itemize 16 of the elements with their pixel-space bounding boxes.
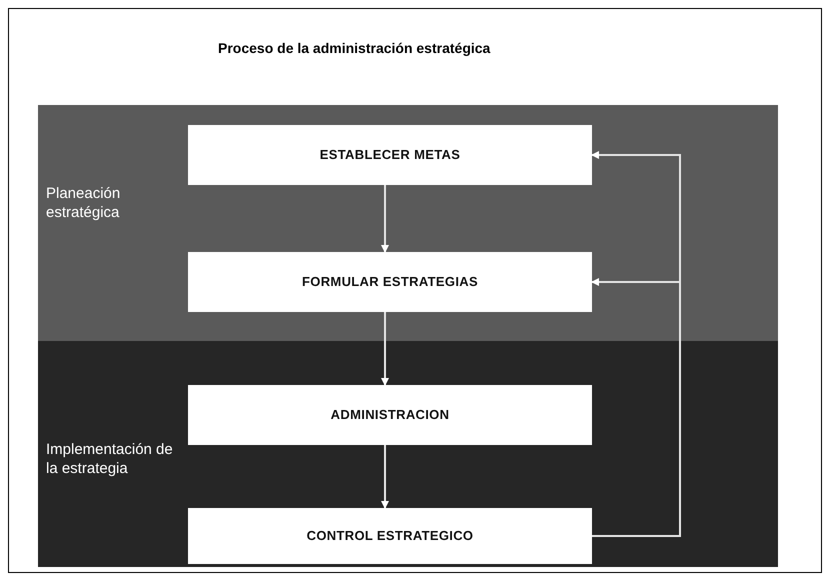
arrow — [381, 185, 389, 253]
process-label: ADMINISTRACION — [330, 406, 450, 424]
arrow — [381, 312, 389, 386]
process-box — [188, 385, 592, 445]
stage-band — [38, 105, 778, 341]
process-label: ESTABLECER METAS — [320, 146, 460, 164]
diagram-title: Proceso de la administración estratégica — [218, 39, 490, 58]
stage-label: Implementación de la estrategia — [46, 441, 174, 478]
process-box — [188, 508, 592, 564]
stage-band — [38, 341, 778, 567]
process-box — [188, 125, 592, 185]
process-label: CONTROL ESTRATEGICO — [306, 527, 474, 546]
process-label: FORMULAR ESTRATEGIAS — [302, 273, 478, 292]
arrow — [381, 445, 389, 509]
process-box — [188, 252, 592, 312]
stage-label: Planeación estratégica — [46, 185, 122, 222]
